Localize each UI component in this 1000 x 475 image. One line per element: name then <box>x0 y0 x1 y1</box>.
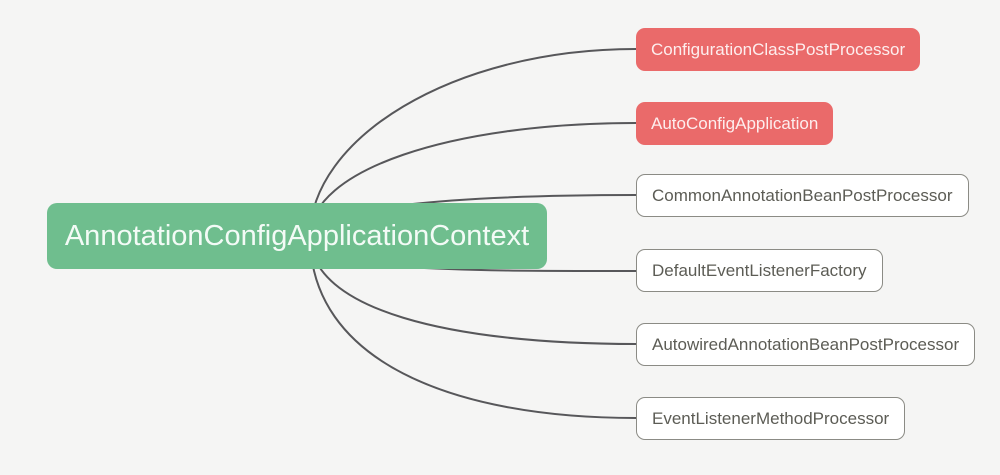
node-label: EventListenerMethodProcessor <box>652 408 890 428</box>
root-node-annotation-config-application-context[interactable]: AnnotationConfigApplicationContext <box>47 203 547 269</box>
node-event-listener-method-processor[interactable]: EventListenerMethodProcessor <box>636 397 906 440</box>
node-label: AutoConfigApplication <box>651 113 819 133</box>
node-label: ConfigurationClassPostProcessor <box>651 39 906 59</box>
edge-configuration-class-post-processor <box>309 48 637 237</box>
node-autowired-annotation-bean-post-processor[interactable]: AutowiredAnnotationBeanPostProcessor <box>636 323 976 366</box>
node-default-event-listener-factory[interactable]: DefaultEventListenerFactory <box>636 249 883 292</box>
node-label: DefaultEventListenerFactory <box>652 260 867 280</box>
node-label: CommonAnnotationBeanPostProcessor <box>652 185 953 205</box>
edge-event-listener-method-processor <box>309 235 637 419</box>
root-node-label: AnnotationConfigApplicationContext <box>64 219 530 252</box>
node-configuration-class-post-processor[interactable]: ConfigurationClassPostProcessor <box>636 28 921 71</box>
node-label: AutowiredAnnotationBeanPostProcessor <box>652 334 960 354</box>
node-auto-config-application[interactable]: AutoConfigApplication <box>636 102 834 145</box>
node-common-annotation-bean-post-processor[interactable]: CommonAnnotationBeanPostProcessor <box>636 174 969 217</box>
